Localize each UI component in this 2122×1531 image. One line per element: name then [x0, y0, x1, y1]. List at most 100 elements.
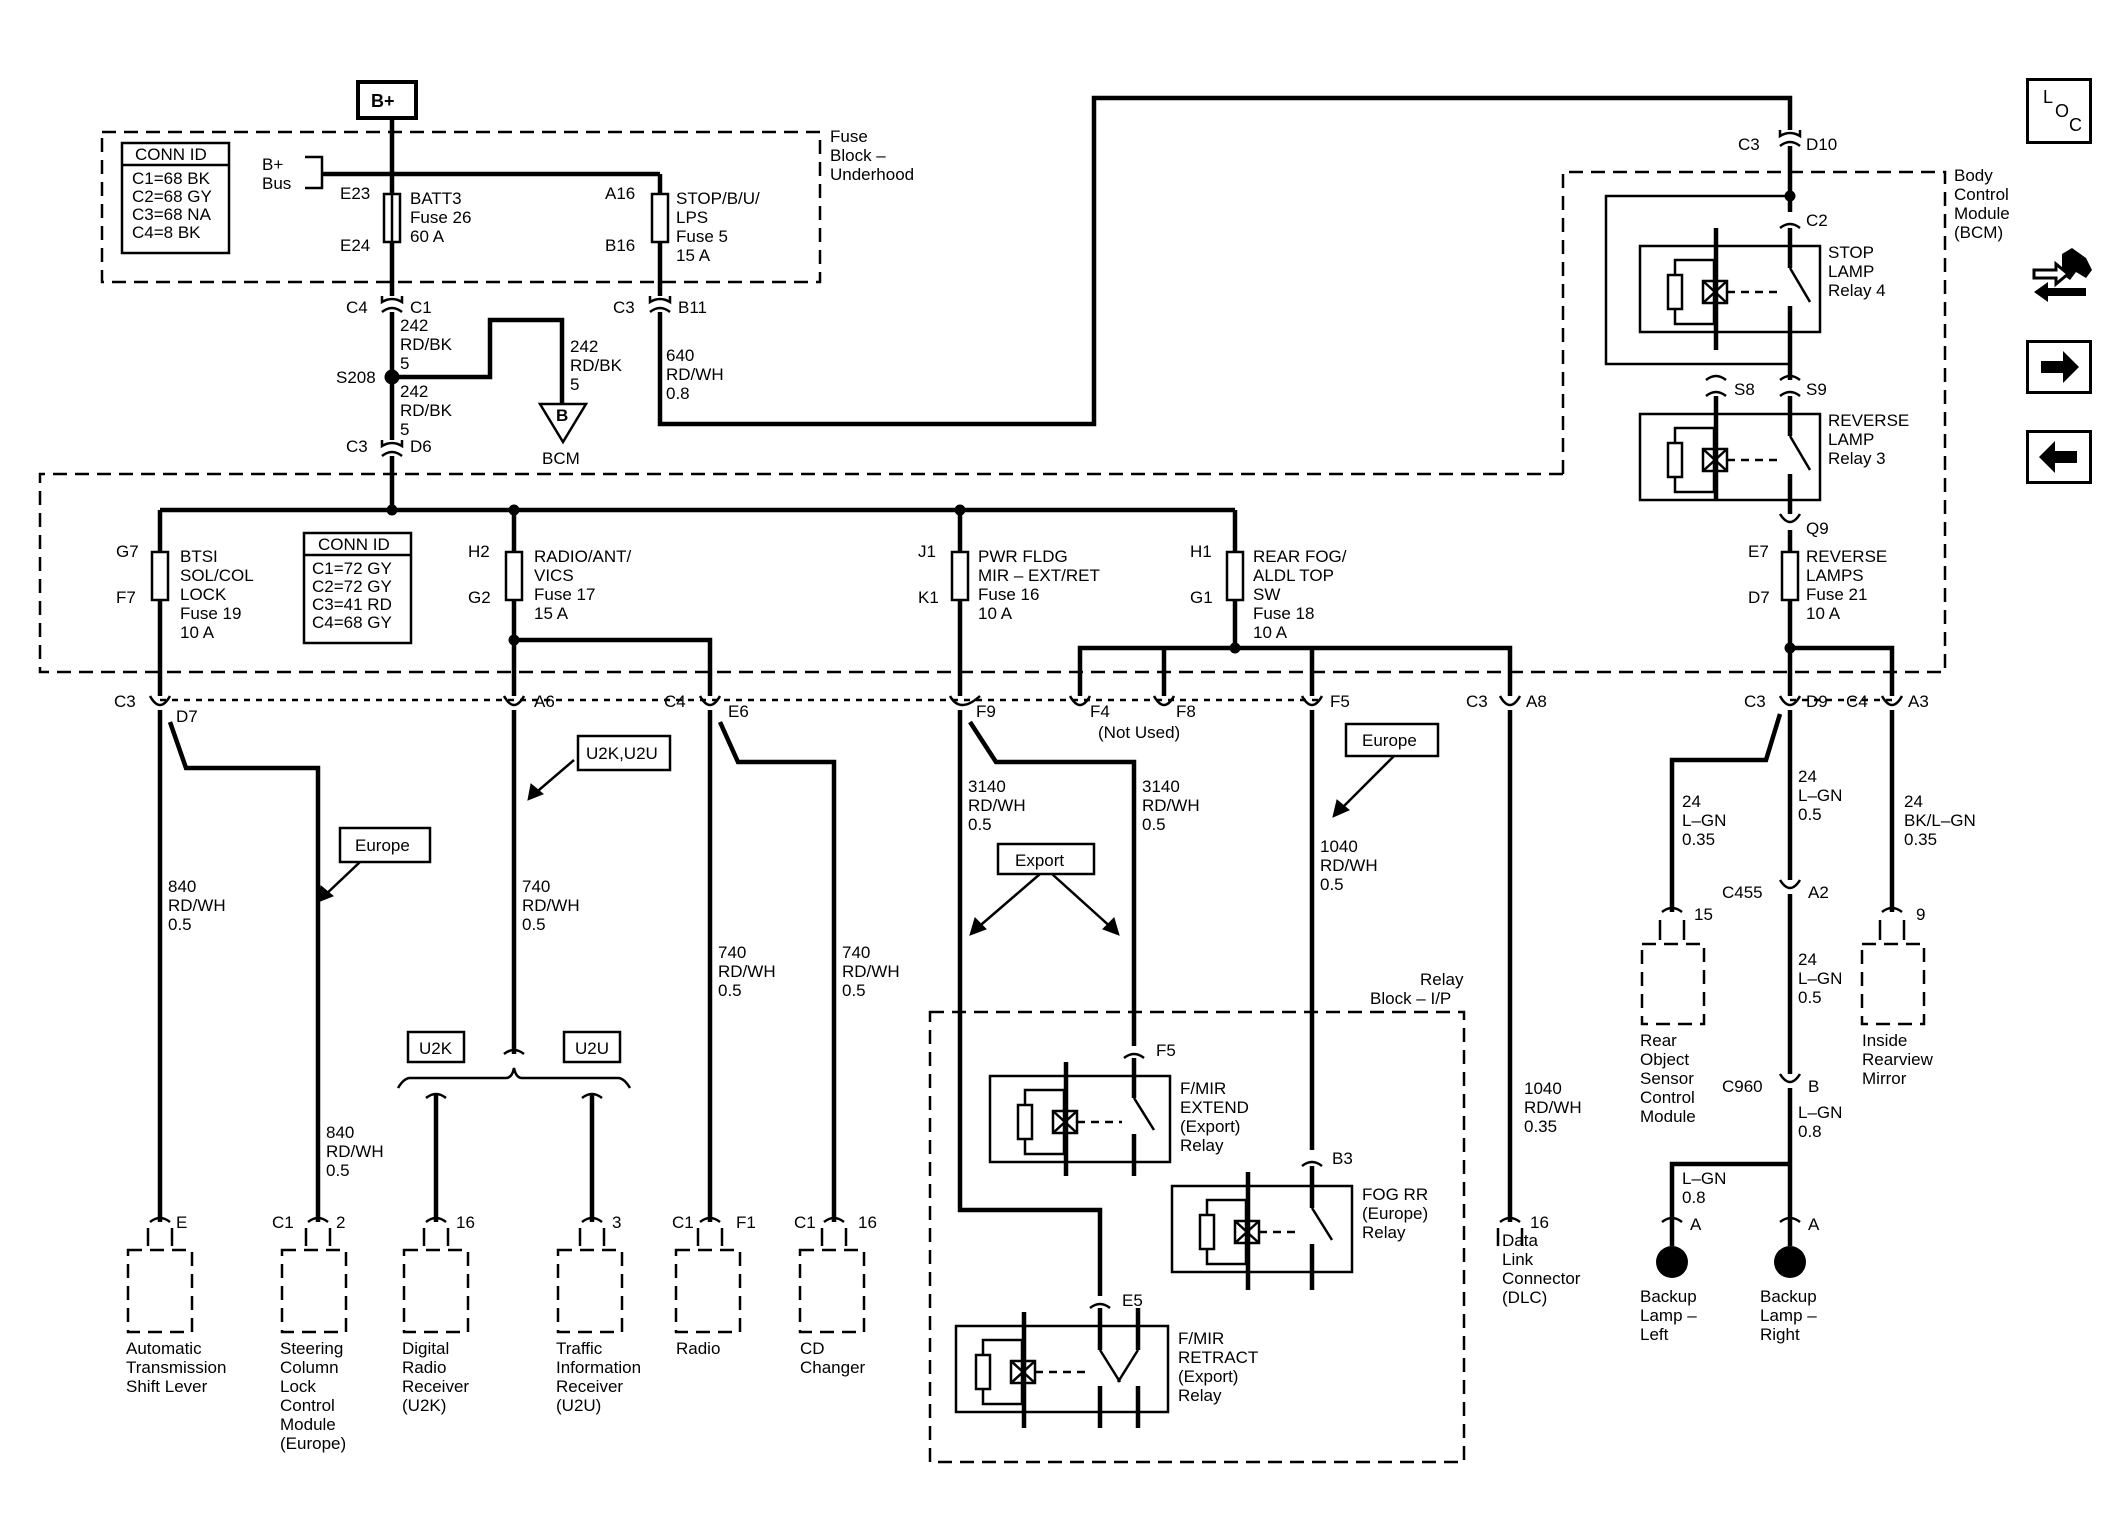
- conn-id-ip-1: C1=72 GY: [312, 559, 392, 578]
- callout-u2k-u2u-text: U2K,U2U: [586, 744, 658, 763]
- relay-reverse-lamp: [1638, 412, 1822, 502]
- component-label-line: (U2U): [556, 1396, 601, 1415]
- conn-id-uh-4: C4=8 BK: [132, 223, 201, 242]
- fuse-block-title-1: Fuse: [830, 127, 868, 146]
- wire-24-a-3: 0.35: [1682, 830, 1715, 849]
- component-label-line: Module: [280, 1415, 336, 1434]
- wire-840-a-2: RD/WH: [168, 896, 226, 915]
- callout-u2k: [406, 1030, 466, 1064]
- conn-id-ip-4: C4=68 GY: [312, 613, 392, 632]
- wire-740-a-1: 740: [522, 877, 550, 896]
- wire-24-b-2: L–GN: [1798, 786, 1842, 805]
- loc-c: C: [2069, 115, 2082, 135]
- wire-24-b-3: 0.5: [1798, 805, 1822, 824]
- previous-page-button[interactable]: [2026, 430, 2092, 484]
- callout-u2k-text: U2K: [419, 1039, 453, 1058]
- arrow-right-icon: [2041, 351, 2079, 383]
- stop-relay-line-1: STOP: [1828, 243, 1874, 262]
- fog-relay-line-3: Relay: [1362, 1223, 1406, 1242]
- stop-line-4: 15 A: [676, 246, 711, 265]
- component-outline: [402, 1248, 470, 1334]
- component-label-line: Steering: [280, 1339, 343, 1358]
- conn-d6-label: D6: [410, 437, 432, 456]
- retract-relay-line-1: F/MIR: [1178, 1329, 1224, 1348]
- wire-lgn-b-2: 0.8: [1798, 1122, 1822, 1141]
- bcm-c2-label: C2: [1806, 211, 1828, 230]
- pin-9-label: 9: [1916, 905, 1925, 924]
- fuse-17: [504, 550, 524, 602]
- fuse17-line-4: 15 A: [534, 604, 569, 623]
- component-label-line: Object: [1640, 1050, 1689, 1069]
- fuse16-line-1: PWR FLDG: [978, 547, 1068, 566]
- reverse-relay-line-3: Relay 3: [1828, 449, 1886, 468]
- wire-1040-b-3: 0.35: [1524, 1117, 1557, 1136]
- wire-3140-b-3: 0.5: [1142, 815, 1166, 834]
- stop-line-3: Fuse 5: [676, 227, 728, 246]
- component-label-line: Radio: [676, 1339, 720, 1358]
- stop-relay-line-3: Relay 4: [1828, 281, 1886, 300]
- conn-c960-label: C960: [1722, 1077, 1763, 1096]
- relay-stop-lamp: [1638, 244, 1822, 334]
- wire-242-b-1: 242: [570, 337, 598, 356]
- callout-export: [996, 842, 1096, 876]
- fuse-block-title-2: Block –: [830, 146, 886, 165]
- extend-relay-line-3: (Export): [1180, 1117, 1240, 1136]
- component-label-line: Lock: [280, 1377, 316, 1396]
- out-bcm-c3-label: C3: [1744, 692, 1766, 711]
- component-label-line: Module: [1640, 1107, 1696, 1126]
- wire-3140-a-3: 0.5: [968, 815, 992, 834]
- component-connector: [307, 1216, 329, 1224]
- callout-u2u: [562, 1030, 622, 1064]
- bcm-title-2: Control: [1954, 185, 2009, 204]
- component-label-line: Automatic: [126, 1339, 202, 1358]
- component-pin-b: F1: [736, 1213, 756, 1232]
- component-label-line: Rearview: [1862, 1050, 1934, 1069]
- callout-europe-1: [338, 826, 432, 864]
- relay-f5-label: F5: [1156, 1041, 1176, 1060]
- component-outline: [126, 1248, 194, 1334]
- conn-id-uh-3: C3=68 NA: [132, 205, 212, 224]
- callout-europe-2: [1344, 722, 1440, 758]
- fuse-21: [1780, 550, 1800, 602]
- wire-lgn-a-1: L–GN: [1682, 1169, 1726, 1188]
- bcm-flag: [537, 402, 589, 445]
- out-f4-label: F4: [1090, 702, 1110, 721]
- out-c3-b-label: C3: [1466, 692, 1488, 711]
- bcm-s8-label: S8: [1734, 380, 1755, 399]
- conn-id-table-uh: [120, 141, 231, 255]
- arrow-left-icon: [2039, 441, 2077, 473]
- out-d9-label: D9: [1806, 692, 1828, 711]
- fuse21-line-2: LAMPS: [1806, 566, 1864, 585]
- next-page-button[interactable]: [2026, 340, 2092, 394]
- reverse-relay-line-1: REVERSE: [1828, 411, 1909, 430]
- loc-button[interactable]: L O C: [2026, 78, 2092, 144]
- fuse18-line-3: SW: [1253, 585, 1280, 604]
- batt3-line-1: BATT3: [410, 189, 462, 208]
- component-connector: [823, 1216, 845, 1224]
- fuse-stop: [650, 192, 670, 244]
- component-label-line: Transmission: [126, 1358, 226, 1377]
- component-outline: [674, 1248, 742, 1334]
- batt3-line-2: Fuse 26: [410, 208, 471, 227]
- wiring-route-icon[interactable]: [2026, 244, 2096, 310]
- conn-c455-label: C455: [1722, 883, 1763, 902]
- wire-1040-a-2: RD/WH: [1320, 856, 1378, 875]
- retract-relay-line-4: Relay: [1178, 1386, 1222, 1405]
- fuse-18: [1225, 550, 1245, 602]
- component-pin-b: E: [176, 1213, 187, 1232]
- component-label-line: Digital: [402, 1339, 449, 1358]
- conn-id-title-ip: CONN ID: [318, 535, 390, 554]
- wire-lgn-b-1: L–GN: [1798, 1103, 1842, 1122]
- reverse-relay-line-2: LAMP: [1828, 430, 1874, 449]
- conn-a2-label: A2: [1808, 883, 1829, 902]
- component-connector: [699, 1216, 721, 1224]
- fuse19-line-3: LOCK: [180, 585, 227, 604]
- wire-24-d-2: L–GN: [1798, 969, 1842, 988]
- fuse18-line-1: REAR FOG/: [1253, 547, 1347, 566]
- bcm-flag-letter: B: [556, 406, 568, 425]
- component-pin-b: 16: [456, 1213, 475, 1232]
- wire-3140-a-1: 3140: [968, 777, 1006, 796]
- fuse19-line-5: 10 A: [180, 623, 215, 642]
